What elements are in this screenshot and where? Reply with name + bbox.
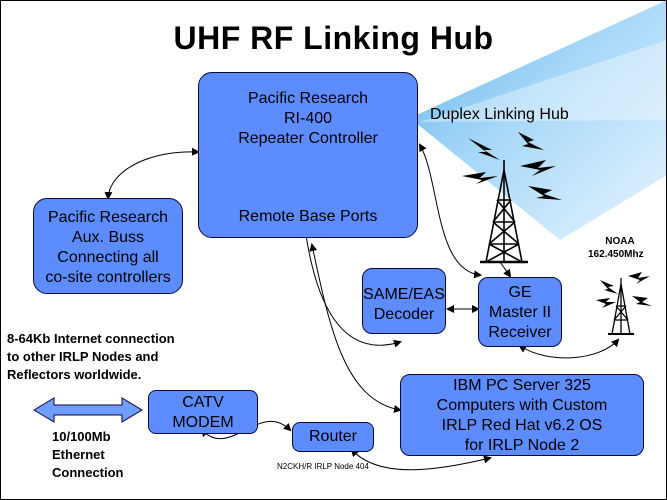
ibm-server-box: IBM PC Server 325 Computers with Custom … — [400, 374, 644, 456]
link-ge-noaa — [518, 338, 620, 359]
aux-buss-box: Pacific Research Aux. Buss Connecting al… — [33, 198, 183, 294]
remote-base-ports-label: Remote Base Ports — [238, 208, 378, 225]
modem-line-2: MODEM — [172, 414, 234, 431]
ethernet-arrow — [33, 397, 143, 423]
ibm-line-2: Computers with Custom — [436, 397, 608, 414]
internet-line-1: 8-64Kb Internet connection — [7, 331, 175, 346]
router-box: Router — [292, 422, 374, 452]
ethernet-connection-text: 10/100Mb Ethernet Connection — [52, 428, 124, 482]
controller-line-1: Pacific Research — [247, 90, 369, 107]
repeater-controller-box: Pacific Research RI-400 Repeater Control… — [198, 72, 418, 238]
ibm-line-1: IBM PC Server 325 — [453, 377, 591, 394]
catv-modem-box: CATV MODEM — [148, 390, 258, 434]
page-title: UHF RF Linking Hub — [173, 20, 494, 56]
ibm-line-4: for IRLP Node 2 — [464, 437, 580, 454]
ge-line-1: GE — [508, 284, 532, 301]
internet-line-2: to other IRLP Nodes and — [7, 349, 159, 364]
aux-line-2: Aux. Buss — [71, 229, 145, 246]
link-tower-ge — [499, 261, 512, 278]
ethernet-line-1: 10/100Mb — [52, 429, 111, 444]
ethernet-line-3: Connection — [52, 465, 124, 480]
link-router-ibm — [350, 448, 492, 471]
rf-bolt-icons — [462, 132, 562, 200]
ethernet-line-2: Ethernet — [52, 447, 105, 462]
aux-line-4: co-site controllers — [45, 269, 171, 286]
duplex-hub-label: Duplex Linking Hub — [430, 106, 569, 123]
noaa-tower-icon — [608, 278, 634, 335]
ge-line-3: Receiver — [488, 324, 552, 341]
link-controller-ge — [419, 143, 482, 279]
node-caption: N2CKH/R IRLP Node 404 — [277, 462, 369, 471]
internet-line-3: Reflectors worldwide. — [7, 367, 142, 382]
link-aux-controller — [104, 147, 200, 200]
noaa-label: NOAA — [605, 236, 635, 247]
same-eas-decoder-box: SAME/EAS Decoder — [362, 268, 446, 334]
router-label: Router — [308, 428, 358, 445]
aux-line-1: Pacific Research — [47, 209, 169, 226]
duplex-tower-icon — [480, 160, 528, 264]
same-line-1: SAME/EAS — [363, 286, 445, 303]
ge-receiver-box: GE Master II Receiver — [478, 277, 562, 347]
modem-line-1: CATV — [182, 394, 224, 411]
controller-line-3: Repeater Controller — [238, 130, 378, 147]
noaa-frequency-label: 162.450Mhz — [588, 249, 644, 260]
ge-line-2: Master II — [488, 304, 552, 321]
internet-connection-text: 8-64Kb Internet connection to other IRLP… — [7, 330, 175, 384]
controller-line-2: RI-400 — [283, 110, 333, 127]
link-ports-ibm — [309, 243, 402, 413]
noaa-bolt-icons — [596, 272, 652, 308]
aux-line-3: Connecting all — [57, 249, 159, 266]
same-line-2: Decoder — [373, 306, 435, 323]
ibm-line-3: IRLP Red Hat v6.2 OS — [441, 417, 603, 434]
